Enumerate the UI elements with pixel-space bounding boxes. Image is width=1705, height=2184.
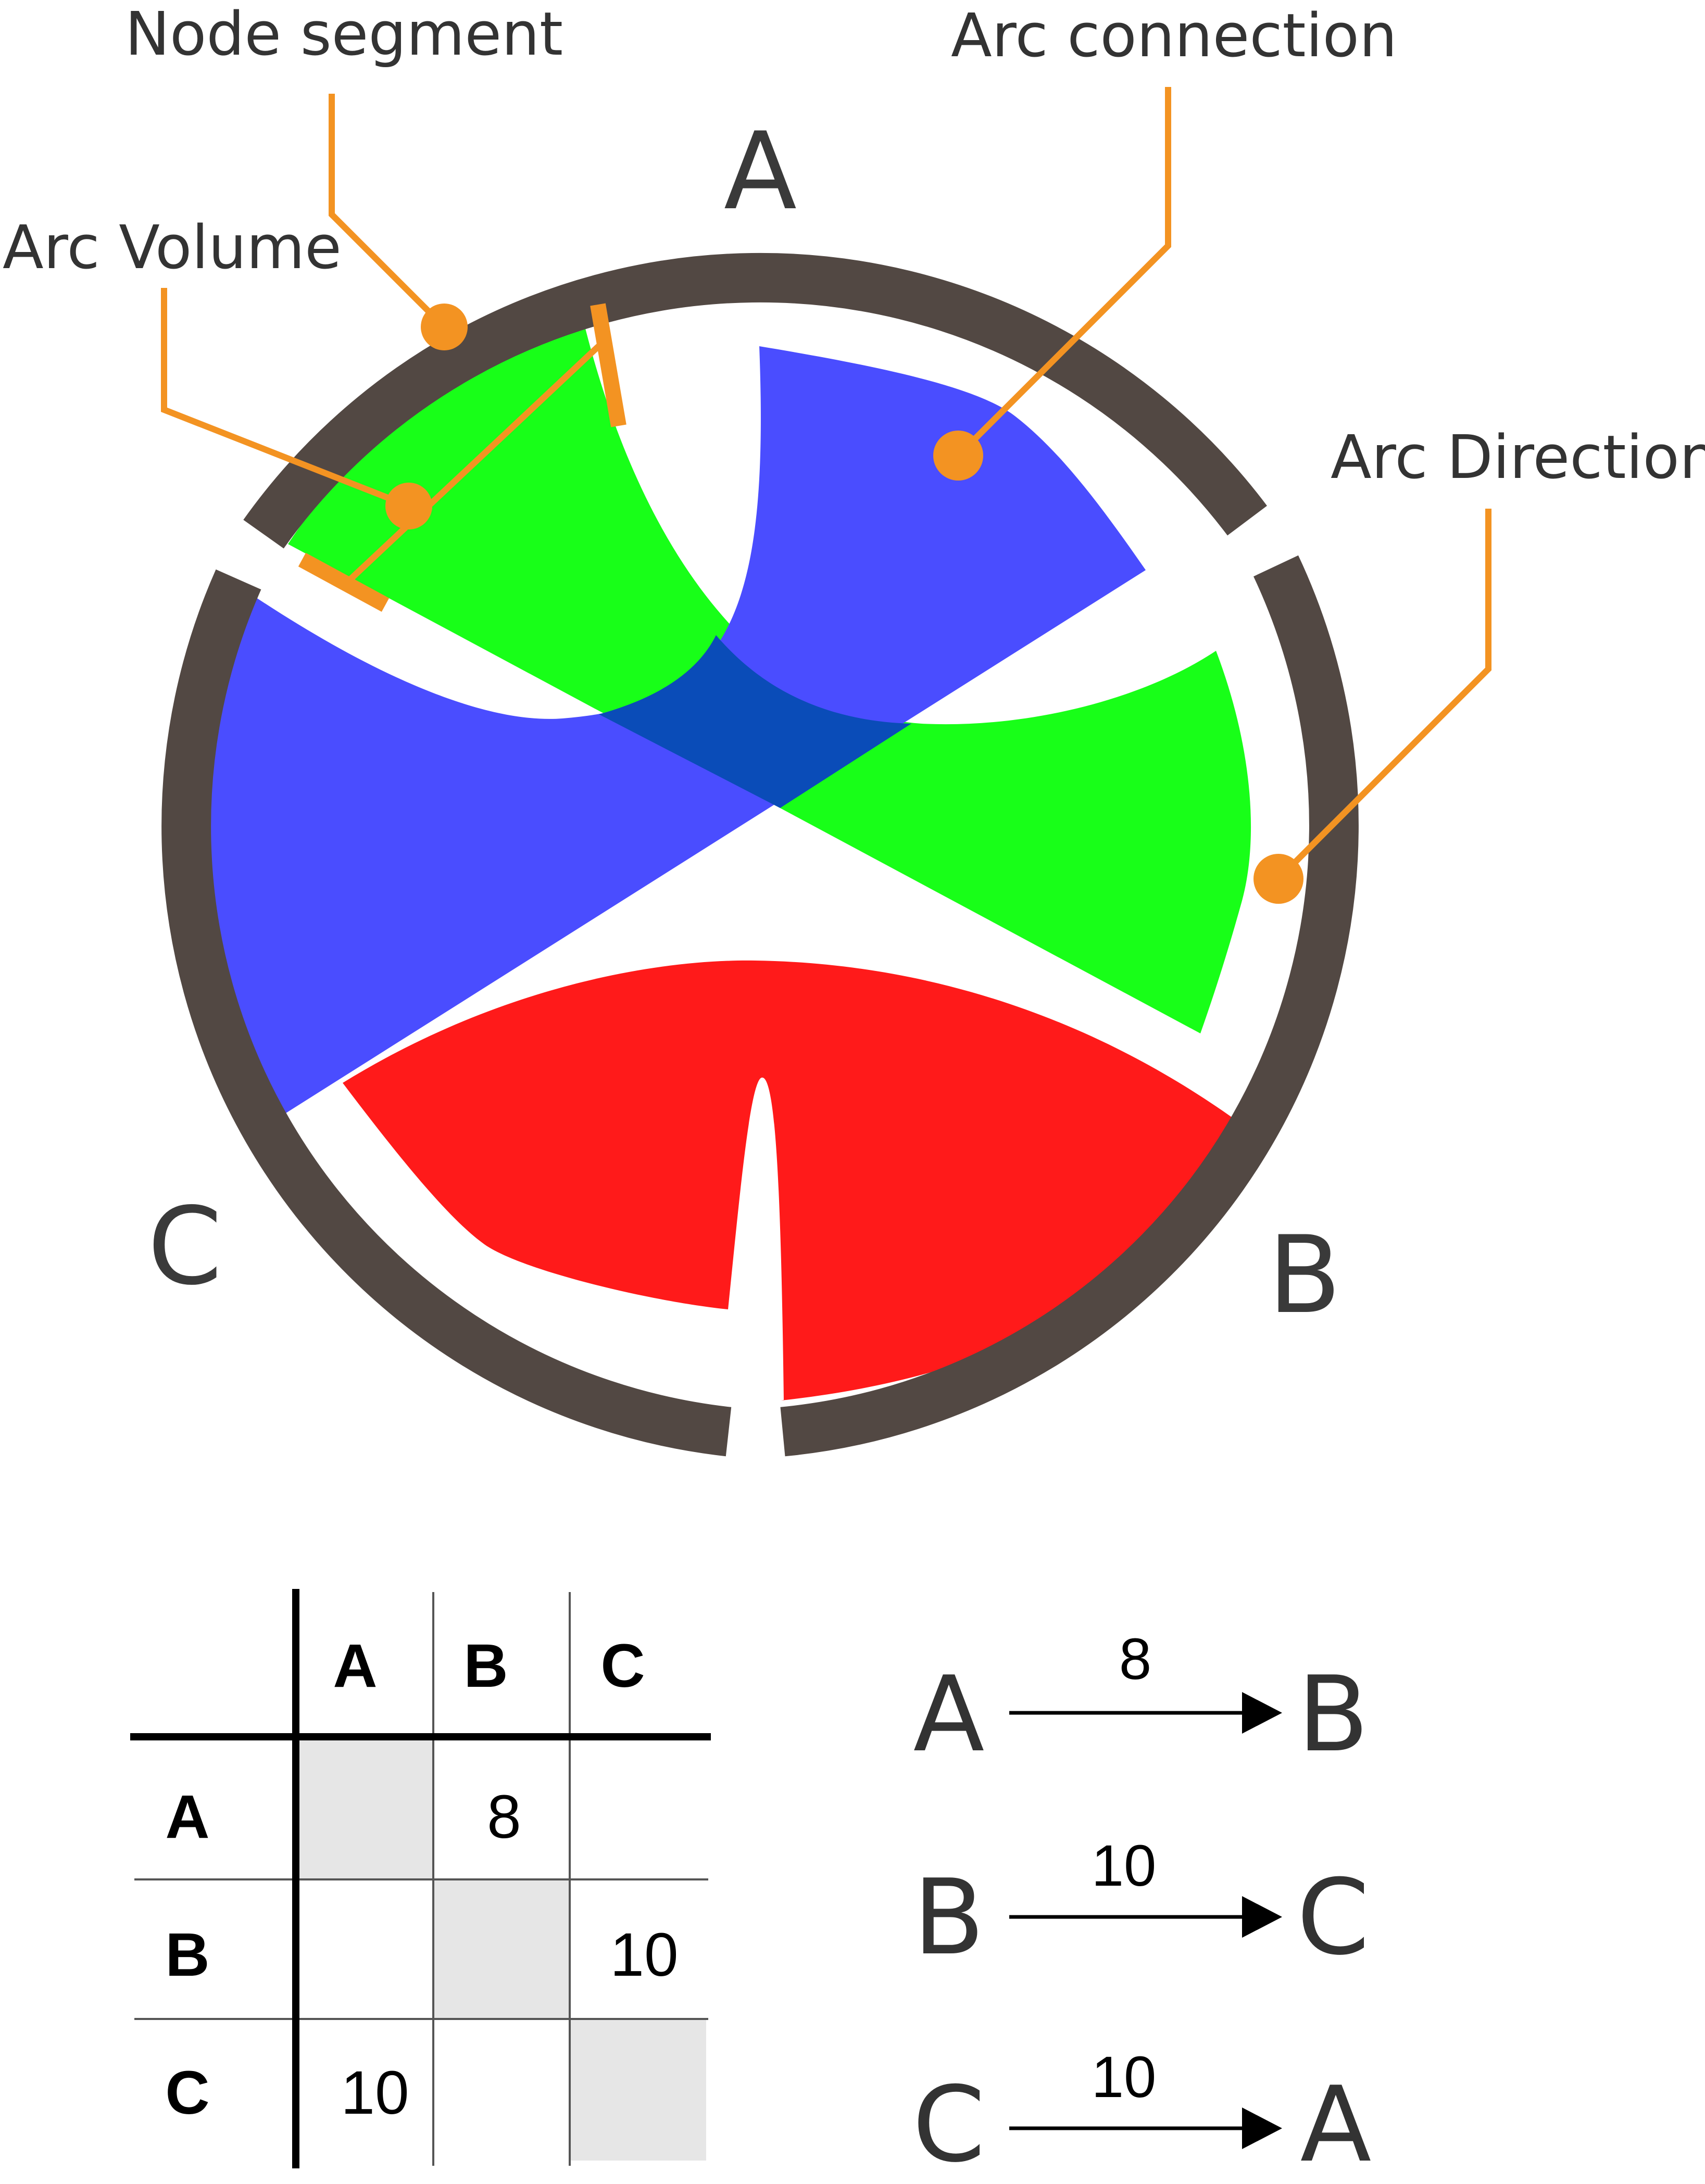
node-label-c: C [147, 1185, 222, 1309]
node-label-b: B [1268, 1214, 1342, 1337]
matrix-row-header-a: A [165, 1783, 209, 1851]
node-label-a: A [724, 110, 797, 234]
matrix-col-header-a: A [333, 1632, 377, 1700]
node-segment-b [780, 555, 1359, 1457]
matrix-row-header-b: B [165, 1921, 209, 1989]
arc-direction-marker-dot [1253, 854, 1303, 904]
arc-ribbon-red [343, 960, 1242, 1400]
node-segment-marker-dot [421, 304, 468, 350]
annotation-arc-connection: Arc connection [951, 1, 1397, 71]
annotation-node-segment: Node segment [125, 0, 563, 69]
matrix-row-header-c: C [165, 2059, 209, 2127]
flow-arrowhead-icon [1242, 2107, 1282, 2149]
node-segment-c [161, 569, 732, 1457]
arc-ribbon-overlap [599, 635, 911, 808]
matrix-diagonal-aa [297, 1738, 433, 1879]
arc-volume-tick-top [590, 303, 626, 427]
chord-diagram: A B C Node segment Arc connection Arc Vo… [3, 0, 1705, 1457]
flow-list: A 8 B B 10 C C 10 A [912, 1626, 1372, 2184]
flow-target: A [1300, 2064, 1372, 2181]
annotation-leaders [161, 87, 1491, 881]
matrix-cell-b-c: 10 [610, 1921, 678, 1989]
arc-volume-span-line [344, 338, 607, 586]
adjacency-matrix: A B C A B C 8 10 10 [130, 1589, 711, 2168]
arc-connection-leader [956, 87, 1171, 458]
flow-arrowhead-icon [1242, 1692, 1282, 1734]
flow-target: C [1297, 1857, 1370, 1978]
matrix-cell-c-a: 10 [341, 2059, 409, 2127]
flow-value: 10 [1092, 2044, 1157, 2110]
flow-target: B [1297, 1654, 1369, 1775]
flow-value: 10 [1092, 1833, 1157, 1898]
matrix-col-header-b: B [463, 1632, 508, 1700]
annotation-arc-volume: Arc Volume [3, 213, 342, 283]
matrix-diagonal-cc [570, 2019, 706, 2161]
flow-item: B 10 C [913, 1833, 1369, 1978]
matrix-diagonal-bb [433, 1879, 570, 2019]
arc-connection-marker-dot [933, 431, 983, 481]
arc-direction-leader [1276, 509, 1491, 881]
arc-volume-marker-dot [385, 483, 432, 529]
flow-value: 8 [1119, 1626, 1151, 1691]
flow-source: A [913, 1654, 985, 1775]
flow-arrowhead-icon [1242, 1896, 1282, 1938]
node-segment-a [243, 253, 1267, 549]
arc-volume-leader [161, 288, 410, 509]
flow-source: B [913, 1857, 984, 1978]
matrix-cell-a-b: 8 [487, 1783, 521, 1851]
matrix-col-header-c: C [600, 1632, 645, 1700]
matrix-grid [134, 1592, 708, 2166]
flow-item: A 8 B [913, 1626, 1369, 1775]
arc-volume-tick-bottom [298, 552, 390, 612]
flow-item: C 10 A [912, 2044, 1372, 2184]
node-segment-leader [329, 94, 447, 330]
annotation-arc-direction: Arc Direction [1331, 423, 1705, 493]
flow-source: C [912, 2064, 985, 2181]
